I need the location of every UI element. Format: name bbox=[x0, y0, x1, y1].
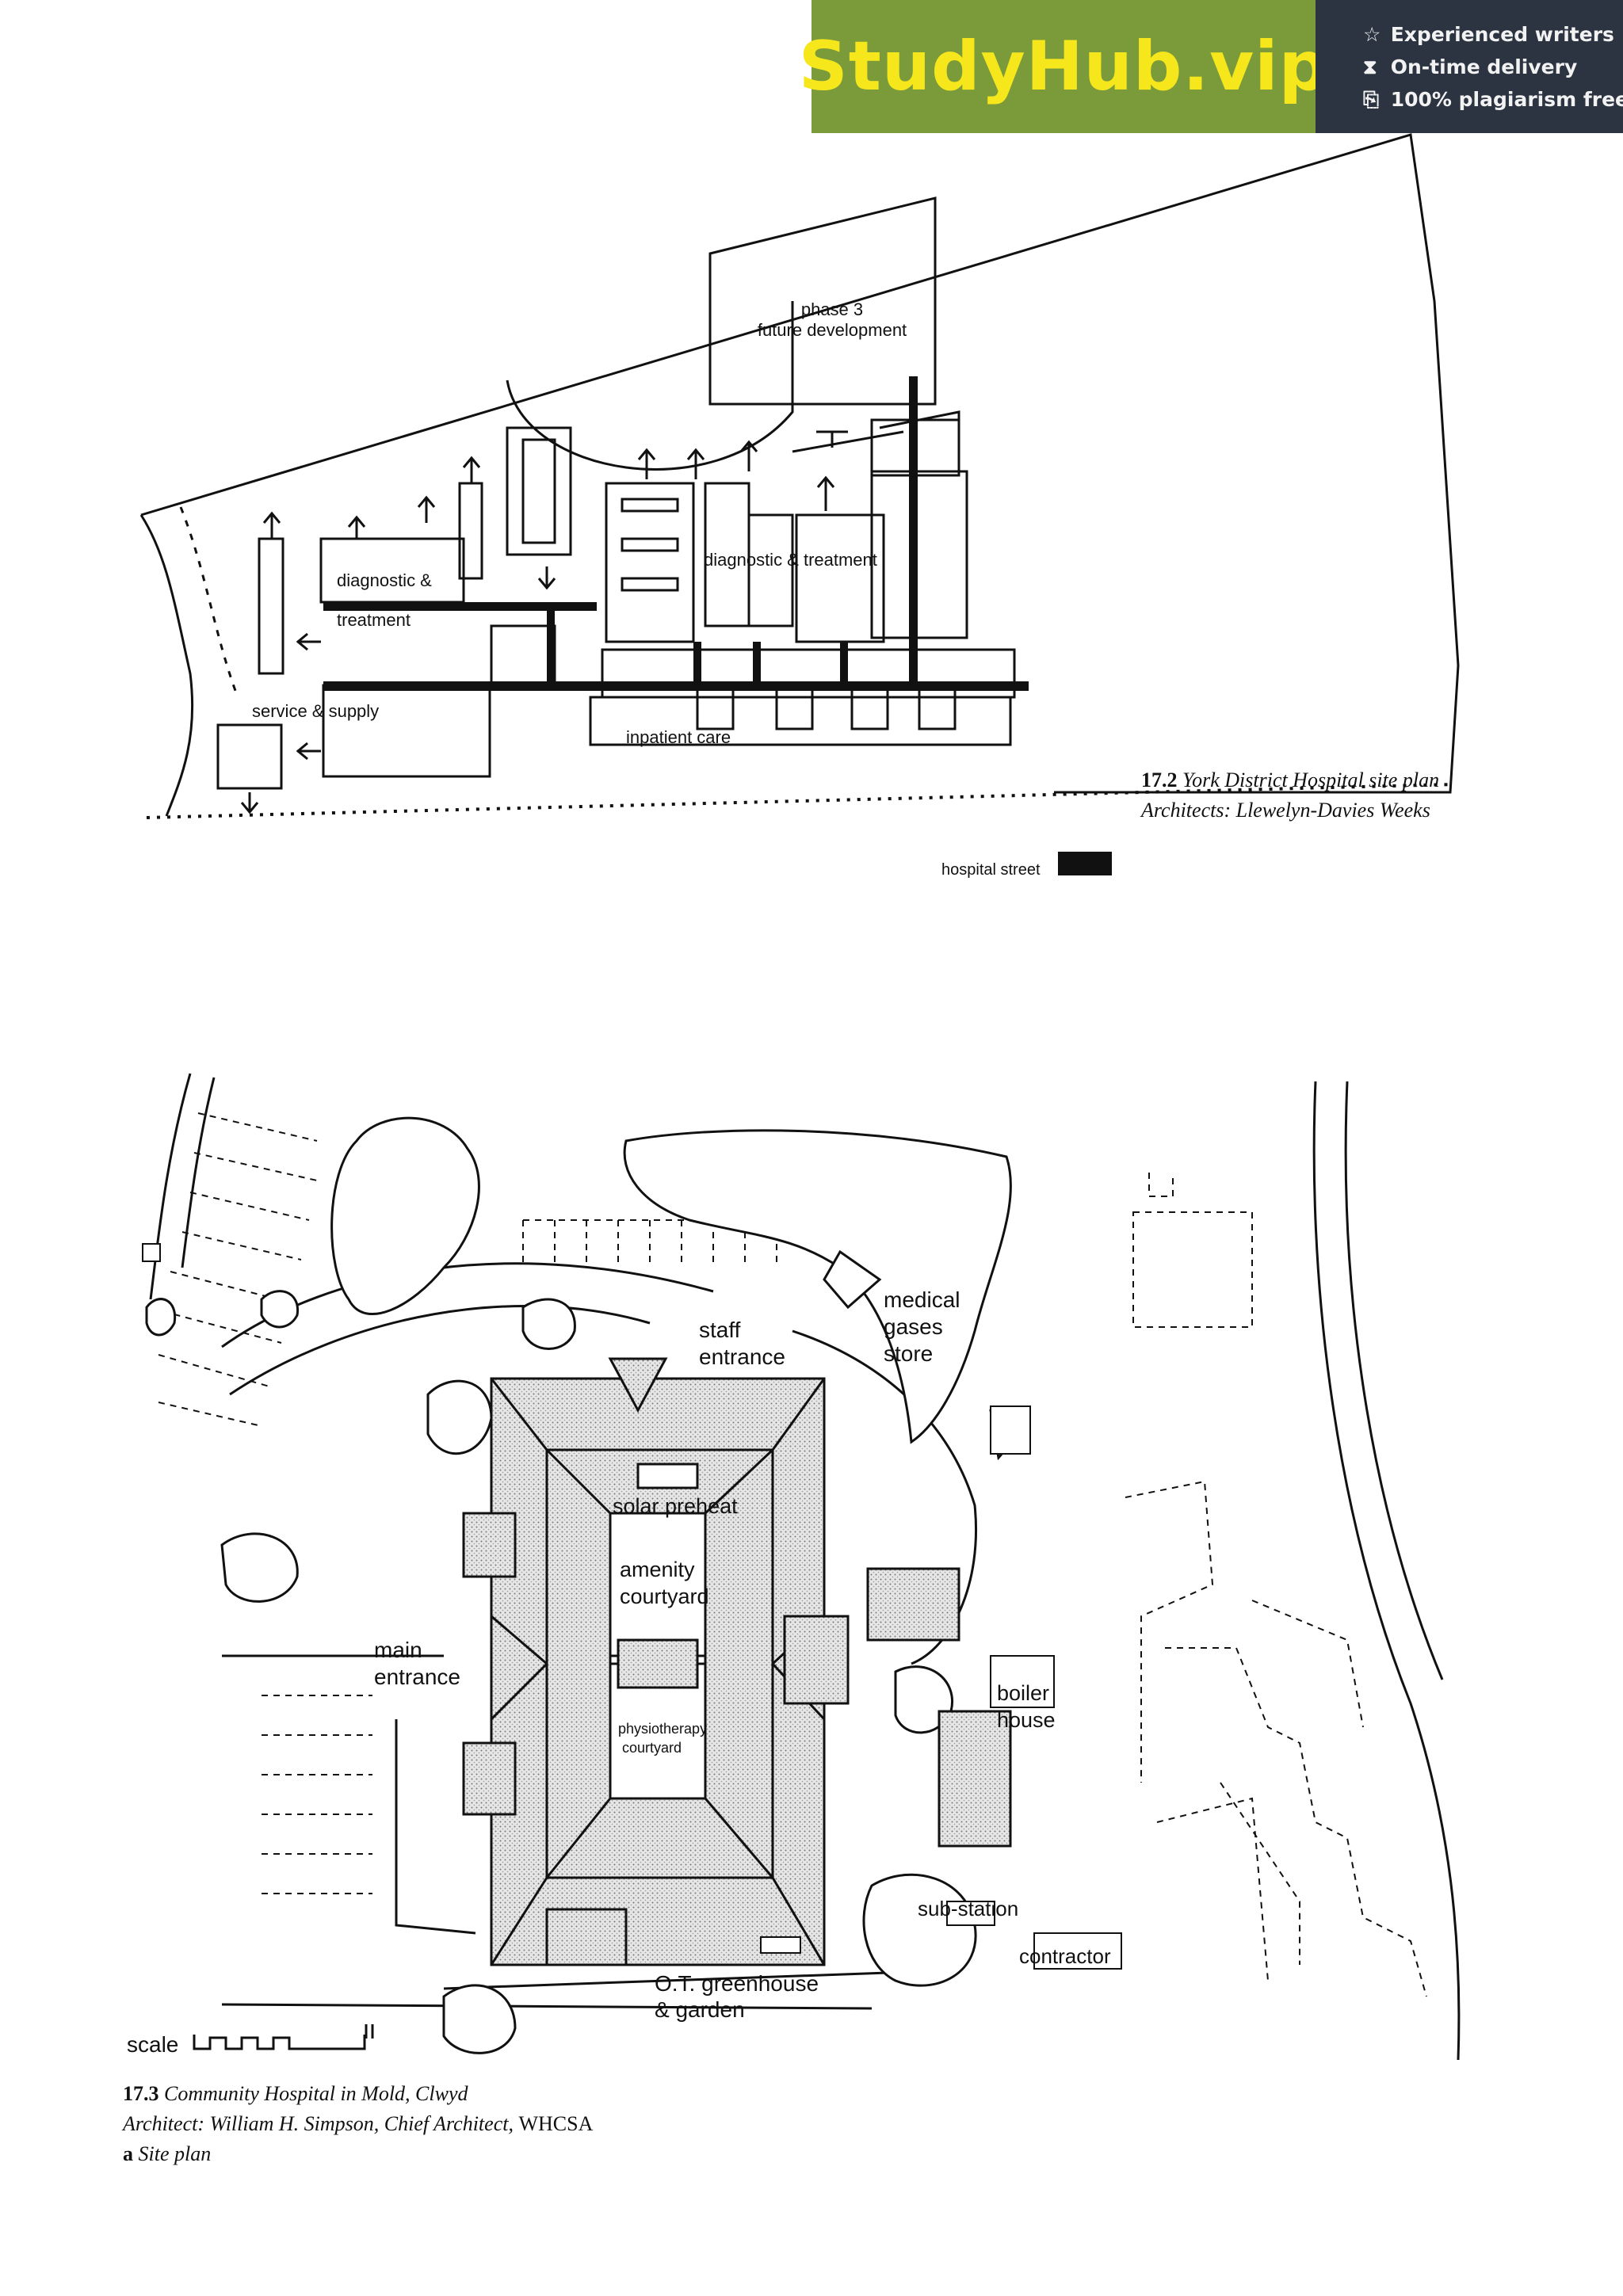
label-store: store bbox=[884, 1341, 933, 1366]
label-contractor: contractor bbox=[1019, 1944, 1111, 1968]
label-diagnostic-right: diagnostic & treatment bbox=[704, 550, 877, 570]
hospital-buildings bbox=[216, 418, 1016, 790]
label-phase3: phase 3 bbox=[801, 299, 863, 319]
label-main-entrance: entrance bbox=[374, 1665, 460, 1689]
york-hospital-site-plan: phase 3 future development diagnostic & … bbox=[139, 133, 1460, 819]
label-future-development: future development bbox=[758, 320, 907, 340]
site-boundary bbox=[139, 133, 1460, 819]
promo-banner[interactable]: StudyHub.vip ☆ Experienced writers ⧗ On-… bbox=[799, 0, 1623, 133]
figure-architect-org: WHCSA bbox=[518, 2112, 594, 2135]
label-medical: medical bbox=[884, 1287, 960, 1312]
figure-architect: Architect: William H. Simpson, Chief Arc… bbox=[123, 2112, 514, 2135]
label-boiler-house: house bbox=[997, 1708, 1056, 1732]
star-icon: ☆ bbox=[1363, 22, 1381, 46]
label-solar-preheat: solar preheat bbox=[613, 1494, 738, 1518]
label-inpatient-care: inpatient care bbox=[626, 727, 731, 747]
document-icon: ⎘ bbox=[1363, 87, 1380, 111]
label-amenity: amenity bbox=[620, 1558, 695, 1581]
label-amenity-courtyard: courtyard bbox=[620, 1585, 709, 1608]
feature-label: Experienced writers bbox=[1390, 22, 1614, 46]
feature-label: 100% plagiarism free bbox=[1390, 87, 1623, 111]
label-diagnostic-left: diagnostic & bbox=[337, 570, 432, 590]
clock-icon: ⧗ bbox=[1363, 55, 1377, 78]
label-gases: gases bbox=[884, 1314, 943, 1339]
site-logo[interactable]: StudyHub.vip bbox=[798, 27, 1329, 106]
access-arrows bbox=[240, 430, 848, 814]
figure-17-3-caption: 17.3 Community Hospital in Mold, Clwyd A… bbox=[123, 2079, 725, 2169]
mold-hospital-site-plan: medical gases store staff entrance solar… bbox=[127, 1073, 1461, 2061]
figure-part-letter: a bbox=[123, 2142, 133, 2165]
label-staff-entrance: entrance bbox=[699, 1344, 785, 1369]
main-hospital-building bbox=[142, 1243, 1122, 1970]
figure-number: 17.3 bbox=[123, 2082, 159, 2105]
feature-delivery: ⧗ On-time delivery bbox=[1363, 51, 1623, 83]
label-ot-greenhouse: O.T. greenhouse bbox=[655, 1971, 819, 1996]
figure-part-title: Site plan bbox=[138, 2142, 212, 2165]
figure-title: Community Hospital in Mold, Clwyd bbox=[164, 2082, 468, 2105]
site-plan-labels: phase 3 future development diagnostic & … bbox=[252, 299, 907, 747]
figure-number: 17.2 bbox=[1141, 769, 1178, 791]
figure-title: York District Hospital site plan bbox=[1182, 769, 1440, 791]
legend-hospital-street-swatch bbox=[1058, 852, 1112, 875]
feature-label: On-time delivery bbox=[1390, 55, 1578, 78]
site-plan-labels: medical gases store staff entrance solar… bbox=[127, 1287, 1111, 2057]
figure-17-2-caption: 17.2 York District Hospital site plan Ar… bbox=[1141, 765, 1454, 826]
label-physiotherapy-courtyard: courtyard bbox=[622, 1740, 682, 1756]
label-boiler: boiler bbox=[997, 1681, 1049, 1705]
label-garden: & garden bbox=[655, 1997, 745, 2022]
tree-canopies bbox=[145, 1116, 1012, 2054]
legend-hospital-street-label: hospital street bbox=[941, 861, 1041, 879]
label-treatment-left: treatment bbox=[337, 610, 411, 630]
hospital-street bbox=[323, 376, 1029, 691]
parking-bays bbox=[158, 1112, 1427, 1997]
label-physiotherapy: physiotherapy bbox=[618, 1721, 707, 1737]
figure-architects: Architects: Llewelyn-Davies Weeks bbox=[1141, 799, 1430, 822]
label-sub-station: sub-station bbox=[918, 1897, 1018, 1920]
label-main: main bbox=[374, 1638, 422, 1662]
feature-writers: ☆ Experienced writers bbox=[1363, 18, 1623, 51]
banner-features-panel: ☆ Experienced writers ⧗ On-time delivery… bbox=[1316, 0, 1623, 133]
scale-bar bbox=[193, 2024, 374, 2050]
banner-logo-panel[interactable]: StudyHub.vip bbox=[799, 0, 1327, 133]
feature-plagiarism: ⎘ 100% plagiarism free bbox=[1363, 83, 1623, 116]
label-scale: scale bbox=[127, 2032, 178, 2057]
label-staff: staff bbox=[699, 1318, 741, 1342]
label-service-supply: service & supply bbox=[252, 701, 379, 721]
